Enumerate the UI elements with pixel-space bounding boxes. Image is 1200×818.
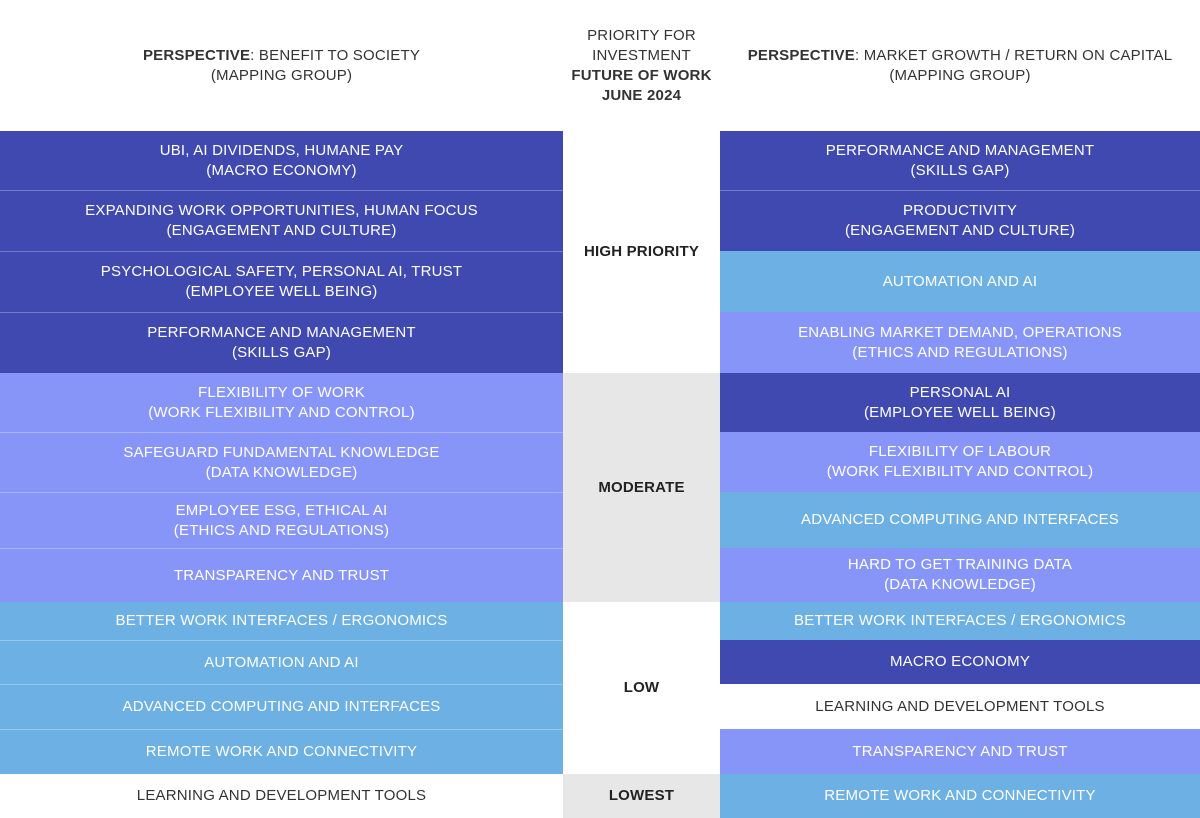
right-row-transparency-trust: TRANSPARENCY AND TRUST [720, 729, 1200, 774]
left-row-line1: PSYCHOLOGICAL SAFETY, PERSONAL AI, TRUST [100, 263, 463, 280]
right-row-line1: HARD TO GET TRAINING DATA [847, 556, 1073, 573]
right-row-line1: ADVANCED COMPUTING AND INTERFACES [800, 511, 1120, 528]
right-row-line1: PRODUCTIVITY [902, 202, 1018, 219]
left-row-work-flexibility: FLEXIBILITY OF WORK (WORK FLEXIBILITY AN… [0, 373, 563, 432]
left-header: PERSPECTIVE: BENEFIT TO SOCIETY (MAPPING… [0, 0, 563, 131]
left-row-advanced-computing: ADVANCED COMPUTING AND INTERFACES [0, 684, 563, 729]
right-row-line1: MACRO ECONOMY [889, 653, 1031, 670]
left-header-sub: (MAPPING GROUP) [210, 66, 353, 84]
right-header-bold: PERSPECTIVE [747, 46, 855, 64]
right-row-line1: AUTOMATION AND AI [882, 272, 1038, 290]
left-row-line1: PERFORMANCE AND MANAGEMENT [147, 324, 416, 341]
right-row-remote-work: REMOTE WORK AND CONNECTIVITY [720, 774, 1200, 818]
left-row-learning-tools: LEARNING AND DEVELOPMENT TOOLS [0, 774, 563, 818]
left-header-title: PERSPECTIVE: BENEFIT TO SOCIETY [143, 46, 420, 66]
left-row-line1: BETTER WORK INTERFACES / ERGONOMICS [115, 612, 448, 629]
right-row-learning-tools: LEARNING AND DEVELOPMENT TOOLS [720, 684, 1200, 729]
right-row-line2: (WORK FLEXIBILITY AND CONTROL) [826, 463, 1094, 480]
right-row-line1: PERFORMANCE AND MANAGEMENT [825, 141, 1095, 159]
right-row-advanced-computing: ADVANCED COMPUTING AND INTERFACES [720, 492, 1200, 548]
right-row-line1: BETTER WORK INTERFACES / ERGONOMICS [793, 612, 1127, 629]
right-row-macro-economy: MACRO ECONOMY [720, 640, 1200, 684]
priority-lowest: LOWEST [563, 774, 720, 818]
priority-high-label: HIGH PRIORITY [583, 243, 700, 260]
right-row-productivity: PRODUCTIVITY (ENGAGEMENT AND CULTURE) [720, 190, 1200, 251]
right-header-rest: : MARKET GROWTH / RETURN ON CAPITAL [854, 46, 1173, 64]
right-row-line1: TRANSPARENCY AND TRUST [852, 742, 1068, 760]
left-row-remote-work: REMOTE WORK AND CONNECTIVITY [0, 729, 563, 774]
right-row-line2: (SKILLS GAP) [910, 161, 1010, 179]
priority-header-line3: FUTURE OF WORK [571, 66, 712, 84]
right-row-line1: PERSONAL AI [909, 383, 1011, 401]
left-row-line2: (WORK FLEXIBILITY AND CONTROL) [148, 403, 415, 421]
right-row-work-interfaces: BETTER WORK INTERFACES / ERGONOMICS [720, 602, 1200, 640]
right-row-training-data: HARD TO GET TRAINING DATA (DATA KNOWLEDG… [720, 548, 1200, 602]
left-row-line2: (MACRO ECONOMY) [206, 161, 357, 179]
right-row-line2: (DATA KNOWLEDGE) [884, 576, 1036, 593]
priority-header-line4: JUNE 2024 [601, 86, 682, 104]
left-row-line1: UBI, AI DIVIDENDS, HUMANE PAY [159, 141, 404, 159]
right-row-line2: (ETHICS AND REGULATIONS) [852, 343, 1068, 361]
right-row-skills-gap: PERFORMANCE AND MANAGEMENT (SKILLS GAP) [720, 131, 1200, 190]
left-row-line1: EMPLOYEE ESG, ETHICAL AI [175, 501, 388, 519]
priority-low: LOW [563, 602, 720, 774]
left-row-line1: SAFEGUARD FUNDAMENTAL KNOWLEDGE [123, 443, 440, 461]
right-row-flexibility-labour: FLEXIBILITY OF LABOUR (WORK FLEXIBILITY … [720, 432, 1200, 492]
left-row-skills-gap: PERFORMANCE AND MANAGEMENT (SKILLS GAP) [0, 312, 563, 373]
left-row-employee-well-being: PSYCHOLOGICAL SAFETY, PERSONAL AI, TRUST… [0, 251, 563, 312]
left-row-ethics-regulations: EMPLOYEE ESG, ETHICAL AI (ETHICS AND REG… [0, 492, 563, 548]
right-row-line1: FLEXIBILITY OF LABOUR [868, 443, 1052, 460]
priority-lowest-label: LOWEST [608, 787, 675, 804]
right-header-sub: (MAPPING GROUP) [889, 66, 1031, 84]
left-row-line2: (DATA KNOWLEDGE) [205, 463, 358, 481]
left-row-line1: TRANSPARENCY AND TRUST [173, 566, 390, 584]
right-header: PERSPECTIVE: MARKET GROWTH / RETURN ON C… [720, 0, 1200, 131]
left-row-line1: EXPANDING WORK OPPORTUNITIES, HUMAN FOCU… [85, 202, 478, 219]
left-row-macro-economy: UBI, AI DIVIDENDS, HUMANE PAY (MACRO ECO… [0, 131, 563, 190]
priority-moderate-label: MODERATE [598, 478, 685, 496]
right-row-line2: (ENGAGEMENT AND CULTURE) [844, 222, 1076, 239]
priority-header: PRIORITY FOR INVESTMENT FUTURE OF WORK J… [563, 0, 720, 131]
left-row-work-interfaces: BETTER WORK INTERFACES / ERGONOMICS [0, 602, 563, 640]
right-row-automation-ai: AUTOMATION AND AI [720, 251, 1200, 312]
left-row-engagement-culture: EXPANDING WORK OPPORTUNITIES, HUMAN FOCU… [0, 190, 563, 251]
left-row-line1: ADVANCED COMPUTING AND INTERFACES [122, 698, 441, 715]
left-row-line2: (SKILLS GAP) [231, 344, 332, 361]
left-row-line1: LEARNING AND DEVELOPMENT TOOLS [136, 787, 427, 804]
priority-header-line2: INVESTMENT [592, 46, 691, 64]
right-row-market-demand: ENABLING MARKET DEMAND, OPERATIONS (ETHI… [720, 312, 1200, 373]
priority-header-line1: PRIORITY FOR [587, 26, 696, 44]
right-row-line1: REMOTE WORK AND CONNECTIVITY [824, 787, 1096, 804]
priority-moderate: MODERATE [563, 373, 720, 602]
left-row-data-knowledge: SAFEGUARD FUNDAMENTAL KNOWLEDGE (DATA KN… [0, 432, 563, 492]
left-row-line1: AUTOMATION AND AI [204, 653, 359, 671]
left-row-transparency-trust: TRANSPARENCY AND TRUST [0, 548, 563, 602]
right-row-line1: LEARNING AND DEVELOPMENT TOOLS [815, 697, 1105, 715]
priority-low-label: LOW [623, 679, 660, 696]
right-row-line2: (EMPLOYEE WELL BEING) [863, 403, 1057, 421]
left-row-line2: (ETHICS AND REGULATIONS) [173, 521, 390, 539]
right-row-personal-ai: PERSONAL AI (EMPLOYEE WELL BEING) [720, 373, 1200, 432]
left-row-line2: (EMPLOYEE WELL BEING) [185, 283, 378, 300]
left-row-automation-ai: AUTOMATION AND AI [0, 640, 563, 684]
left-row-line1: REMOTE WORK AND CONNECTIVITY [145, 743, 418, 760]
right-row-line1: ENABLING MARKET DEMAND, OPERATIONS [798, 323, 1122, 341]
left-row-line1: FLEXIBILITY OF WORK [198, 383, 365, 401]
priority-high: HIGH PRIORITY [563, 131, 720, 373]
left-header-rest: : BENEFIT TO SOCIETY [250, 46, 421, 64]
right-header-title: PERSPECTIVE: MARKET GROWTH / RETURN ON C… [748, 46, 1173, 66]
left-row-line2: (ENGAGEMENT AND CULTURE) [166, 222, 397, 239]
left-header-bold: PERSPECTIVE [142, 46, 251, 64]
